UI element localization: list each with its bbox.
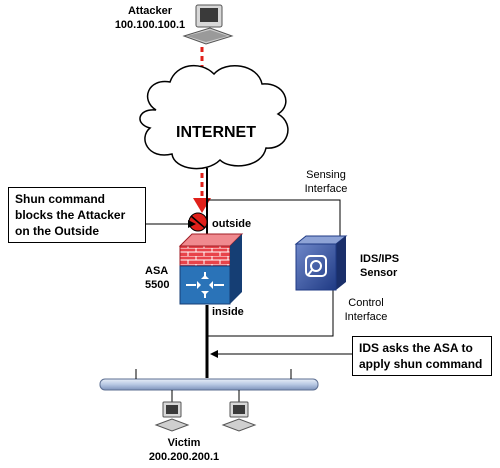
control-interface-line1: Control (348, 297, 384, 309)
control-interface-line (207, 290, 334, 337)
asa-firewall-icon (178, 233, 244, 305)
outside-label: outside (212, 218, 252, 230)
internet-label: INTERNET (176, 124, 256, 141)
attacker-name: Attacker (127, 5, 173, 17)
victim-computer-icon (154, 401, 190, 432)
callout-ids: IDS asks the ASA to apply shun command (352, 336, 492, 376)
ids-sensor-icon (294, 235, 348, 291)
lan-computer-icon (221, 401, 257, 432)
inside-label: inside (212, 306, 244, 318)
ids-label-line2: Sensor (360, 267, 398, 279)
sensing-interface-line1: Sensing (306, 169, 346, 181)
asa-label-line2: 5500 (145, 279, 170, 291)
attacker-label: Attacker 100.100.100.1 (110, 4, 190, 32)
asa-label: ASA 5500 (145, 264, 169, 292)
control-interface-line2: Interface (344, 311, 388, 323)
attacker-computer-icon (182, 4, 234, 45)
internet-cloud (139, 64, 289, 170)
ids-label-line1: IDS/IPS (360, 253, 400, 265)
lan-bus (99, 369, 319, 402)
attacker-ip: 100.100.100.1 (114, 19, 186, 31)
callout-shun: Shun command blocks the Attacker on the … (8, 187, 146, 243)
sensing-interface-label: Sensing Interface (286, 168, 366, 196)
victim-label: Victim 200.200.200.1 (144, 436, 224, 464)
sensing-interface-line2: Interface (304, 183, 348, 195)
asa-label-line1: ASA (145, 265, 169, 277)
sensing-interface-line (207, 199, 341, 236)
victim-ip: 200.200.200.1 (148, 451, 220, 463)
ids-label: IDS/IPS Sensor (360, 252, 399, 280)
control-interface-label: Control Interface (326, 296, 406, 324)
victim-name: Victim (167, 437, 201, 449)
